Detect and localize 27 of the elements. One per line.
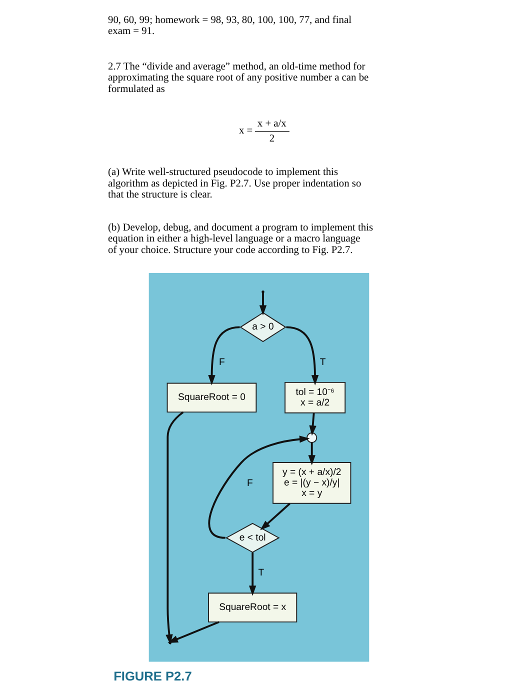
edge-label: T xyxy=(258,568,264,579)
edge-label: T xyxy=(320,356,326,368)
node-box: y = (x + a/x)/2 e = |(y − x)/y| x = y xyxy=(272,462,352,504)
arrow xyxy=(286,326,319,386)
node-diamond: a > 0 xyxy=(240,312,286,342)
label: (a) Write well-structured pseudocode to implement this algorithm as depicted in Fig. P2.7. Use proper indentation so that the structure is clear. xyxy=(108,167,362,201)
node-box: SquareRoot = 0 xyxy=(166,382,257,413)
arrow xyxy=(208,326,240,386)
arrow xyxy=(260,502,290,530)
label: (b) Develop, debug, and document a program to implement this equation in either a high-level language or a macro language of your choice. Structure your code according to Fig. P2.7. xyxy=(108,222,374,256)
label: x = xyxy=(238,126,253,137)
arrow xyxy=(259,292,267,316)
node-box: tol = 10⁻⁶ x = a/2 xyxy=(284,382,346,414)
arrow xyxy=(308,442,316,466)
label: x + a/x xyxy=(257,118,286,130)
label: 2.7 The “divide and average” method, an old-time method for approximating the square root of any positive number a can be formulated as xyxy=(108,61,369,95)
node-box: SquareRoot = x xyxy=(208,592,298,622)
arrow xyxy=(309,412,316,436)
edge-label: F xyxy=(246,478,253,489)
arrow xyxy=(249,552,256,596)
caption: FIGURE P2.7 xyxy=(114,668,192,684)
edge-label: F xyxy=(218,356,225,368)
label: 90, 60, 99; homework = 98, 93, 80, 100, 100, 77, and final exam = 91. xyxy=(108,14,352,38)
node-circle xyxy=(306,432,318,443)
arrow xyxy=(208,436,310,539)
node-diamond: e < tol xyxy=(225,522,280,553)
label: 2 xyxy=(269,134,275,145)
